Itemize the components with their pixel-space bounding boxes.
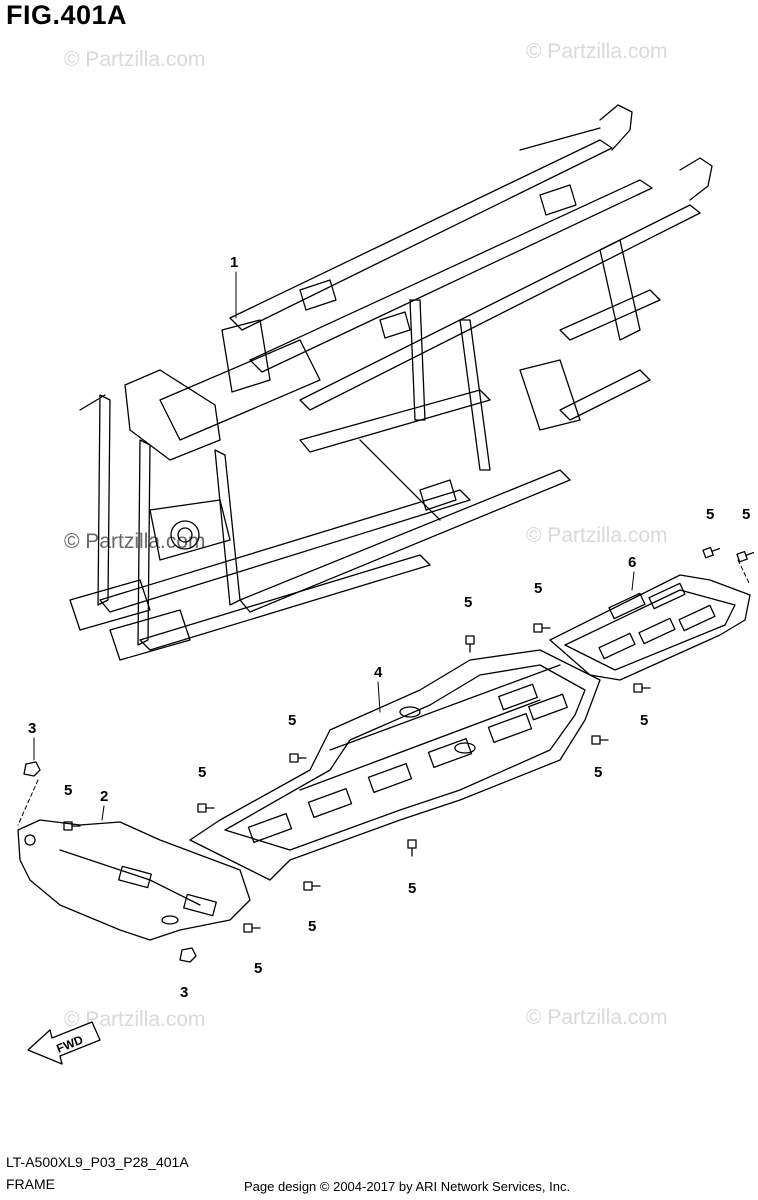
leader-lines [17,271,751,826]
callout-5: 5 [254,960,263,977]
callout-5: 5 [534,580,543,597]
callout-5: 5 [64,782,73,799]
callout-5: 5 [742,506,751,523]
callout-5: 5 [640,712,649,729]
figure-code: LT-A500XL9_P03_P28_401A [6,1154,189,1170]
watermark: © Partzilla.com [64,1008,206,1031]
credit-line: Page design © 2004-2017 by ARI Network S… [244,1179,571,1194]
watermark: © Partzilla.com [526,40,668,63]
callout-5: 5 [308,918,317,935]
fwd-arrow [27,1021,101,1065]
callout-5: 5 [464,594,473,611]
callout-5: 5 [408,880,417,897]
callout-5: 5 [198,764,207,781]
frame-assembly [69,104,713,661]
callout-3: 3 [180,984,189,1001]
callout-2: 2 [100,788,109,805]
rear-skid-plate [549,574,751,681]
watermark: © Partzilla.com [64,48,206,71]
figure-title: FIG.401A [6,0,128,30]
front-skid-plate [17,819,251,941]
callout-1: 1 [230,254,239,271]
watermark: © Partzilla.com [526,1006,668,1029]
callout-5: 5 [706,506,715,523]
center-skid-plate [189,649,601,881]
callout-5: 5 [288,712,297,729]
callout-6: 6 [628,554,637,571]
callout-3: 3 [28,720,37,737]
bolt-group [23,546,755,963]
watermark: © Partzilla.com [64,530,206,553]
callout-5: 5 [594,764,603,781]
figure-name: FRAME [6,1176,55,1192]
callout-4: 4 [374,664,383,681]
watermark: © Partzilla.com [526,524,668,547]
